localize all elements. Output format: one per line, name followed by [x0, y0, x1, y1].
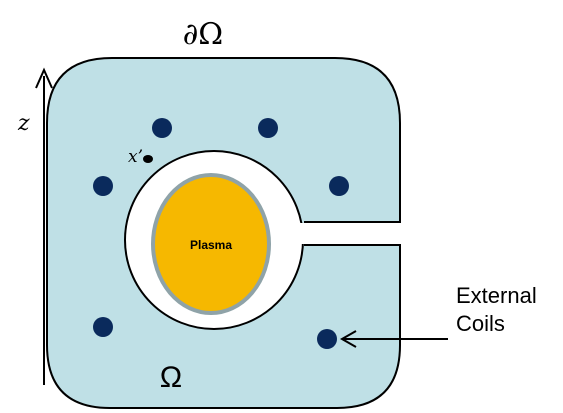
- coil-dot: [317, 329, 337, 349]
- z-axis-label: z: [17, 111, 30, 136]
- coils-pointer-arrowhead: [339, 330, 357, 348]
- coil-dot: [152, 118, 172, 138]
- plasma-ellipse: [151, 173, 271, 315]
- slot-gap: [290, 223, 402, 244]
- z-axis-arrowhead: [35, 67, 53, 89]
- boundary-label: ∂Ω: [183, 17, 223, 52]
- coil-dot: [258, 118, 278, 138]
- plasma-label: Plasma: [190, 238, 232, 252]
- domain-label: Ω: [160, 361, 182, 394]
- point-x-prime-label: x’: [128, 147, 143, 167]
- coil-dot: [93, 176, 113, 196]
- coils-label-line1: External: [456, 283, 537, 308]
- coil-dot: [93, 317, 113, 337]
- coils-label-line2: Coils: [456, 311, 505, 336]
- coil-dot: [329, 176, 349, 196]
- point-x-prime: [143, 155, 153, 163]
